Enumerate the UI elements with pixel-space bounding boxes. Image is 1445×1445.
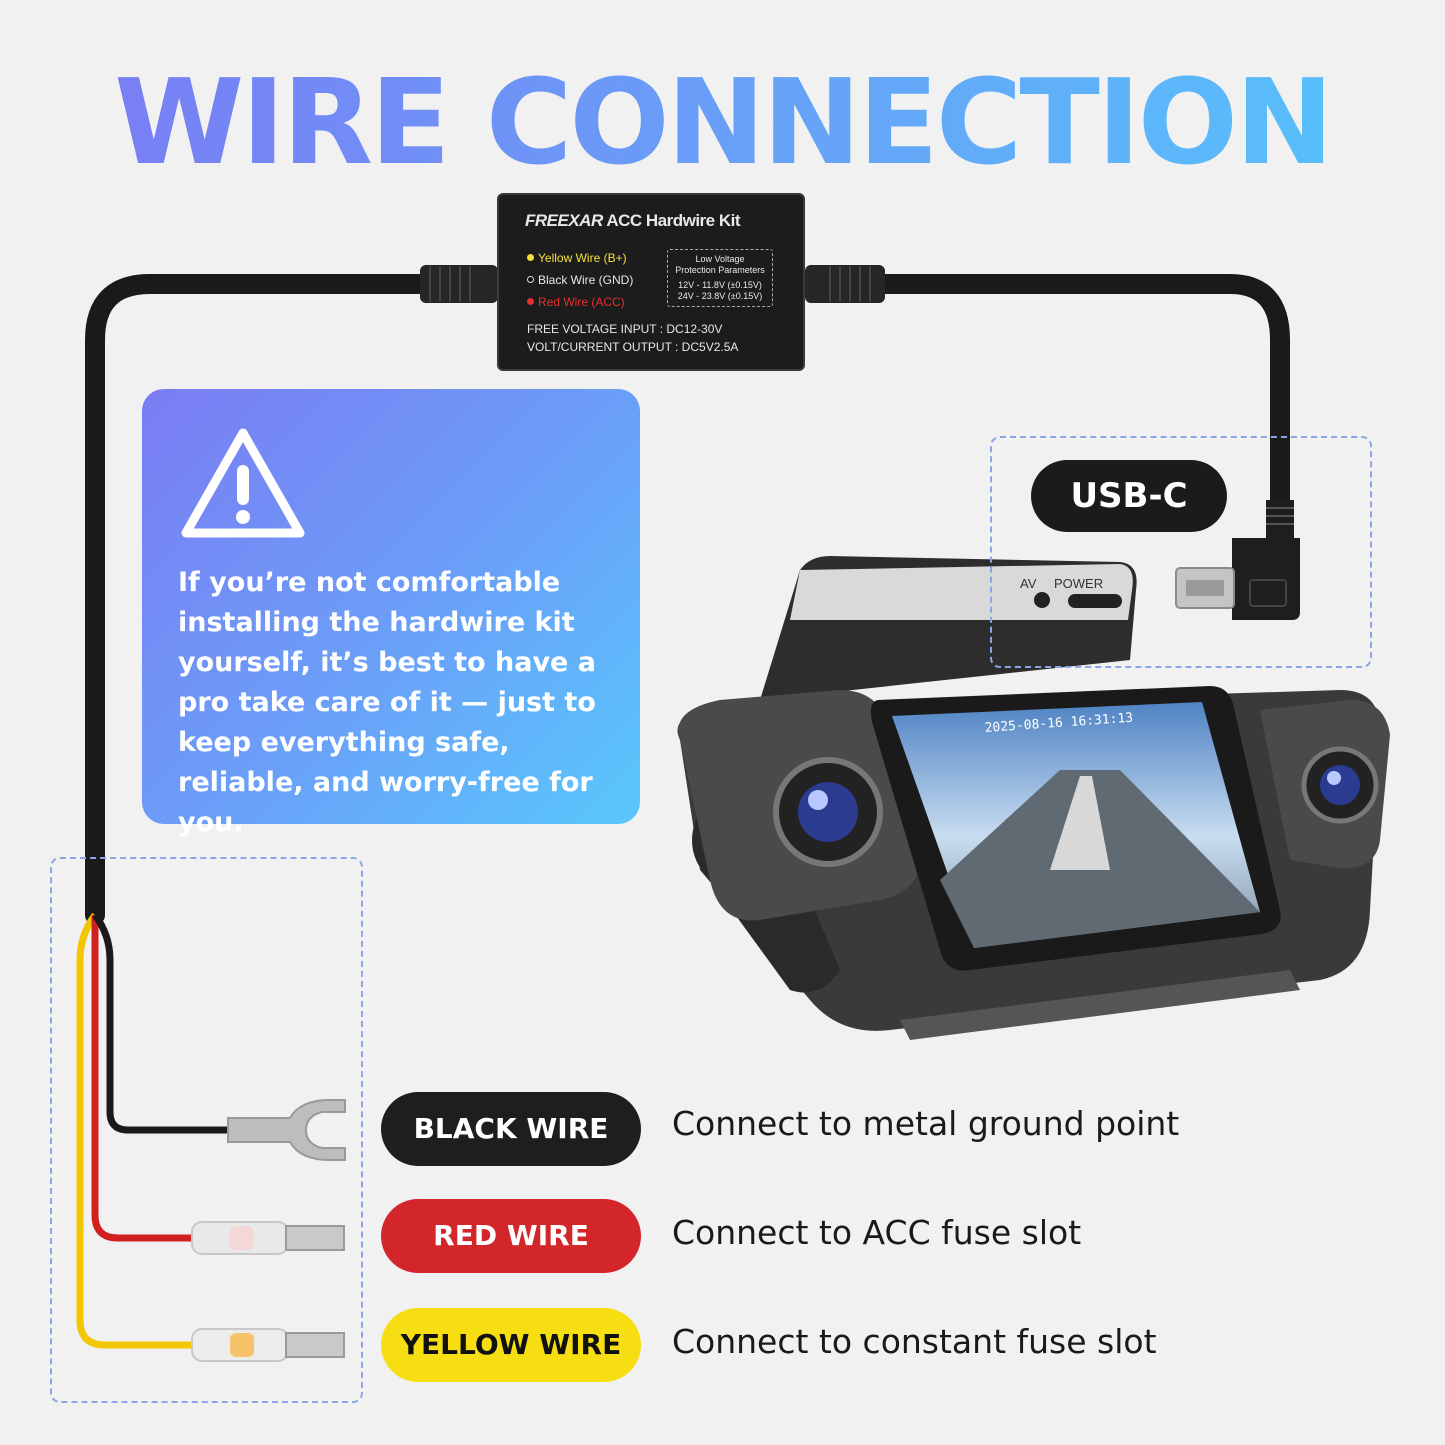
- usbc-callout-frame: [990, 436, 1372, 668]
- protection-parameters: Low Voltage Protection Parameters 12V - …: [667, 249, 773, 307]
- kit-wire-yellow: Yellow Wire (B+): [527, 251, 627, 265]
- wire-terminals-frame: [50, 857, 363, 1403]
- protection-12v: 12V - 11.8V (±0.15V): [678, 280, 762, 290]
- kit-brand: FREEXAR: [525, 211, 603, 230]
- yellow-wire: [76, 912, 200, 1349]
- protection-24v: 24V - 23.8V (±0.15V): [677, 291, 763, 301]
- red-terminal-pin: [285, 1225, 345, 1251]
- warning-text: If you’re not comfortable installing the…: [178, 567, 596, 838]
- red-wire-label: RED WIRE: [381, 1199, 641, 1273]
- right-cable: [870, 274, 1290, 530]
- kit-input-spec: FREE VOLTAGE INPUT : DC12-30V: [527, 322, 723, 336]
- protection-title: Low Voltage Protection Parameters: [675, 254, 765, 275]
- kit-wire-black: Black Wire (GND): [527, 273, 633, 287]
- warning-card: If you’re not comfortable installing the…: [142, 389, 640, 838]
- port-power-label: POWER: [1054, 576, 1103, 591]
- black-wire-label: BLACK WIRE: [381, 1092, 641, 1166]
- usbc-label: USB-C: [1031, 460, 1227, 532]
- usbc-plug-boot: [1266, 500, 1294, 540]
- yellow-wire-description: Connect to constant fuse slot: [672, 1322, 1157, 1361]
- left-cable: [85, 274, 430, 925]
- warning-triangle-icon: [181, 428, 305, 538]
- fork-terminal: [227, 1099, 346, 1161]
- kit-output-spec: VOLT/CURRENT OUTPUT : DC5V2.5A: [527, 340, 739, 354]
- button-grille: [900, 970, 1300, 1040]
- dash-camera-illustration: AV POWER 2025-08-16 16:31:13: [677, 556, 1390, 1040]
- port-av-label: AV: [1020, 576, 1037, 591]
- kit-wire-red: Red Wire (ACC): [527, 295, 625, 309]
- kit-product: ACC Hardwire Kit: [606, 211, 741, 230]
- yellow-wire-label: YELLOW WIRE: [381, 1308, 641, 1382]
- kit-title: FREEXAR ACC Hardwire Kit: [525, 211, 741, 231]
- red-wire-description: Connect to ACC fuse slot: [672, 1213, 1082, 1252]
- yellow-terminal-pin: [285, 1332, 345, 1358]
- black-wire-description: Connect to metal ground point: [672, 1104, 1180, 1143]
- black-wire: [92, 912, 230, 1134]
- red-wire: [91, 914, 200, 1242]
- usbc-port: [1068, 594, 1122, 608]
- page-title: WIRE CONNECTION: [0, 57, 1445, 188]
- av-port: [1034, 592, 1050, 608]
- right-strain-relief: [805, 265, 885, 303]
- hardwire-kit-box: FREEXAR ACC Hardwire Kit Yellow Wire (B+…: [497, 193, 805, 371]
